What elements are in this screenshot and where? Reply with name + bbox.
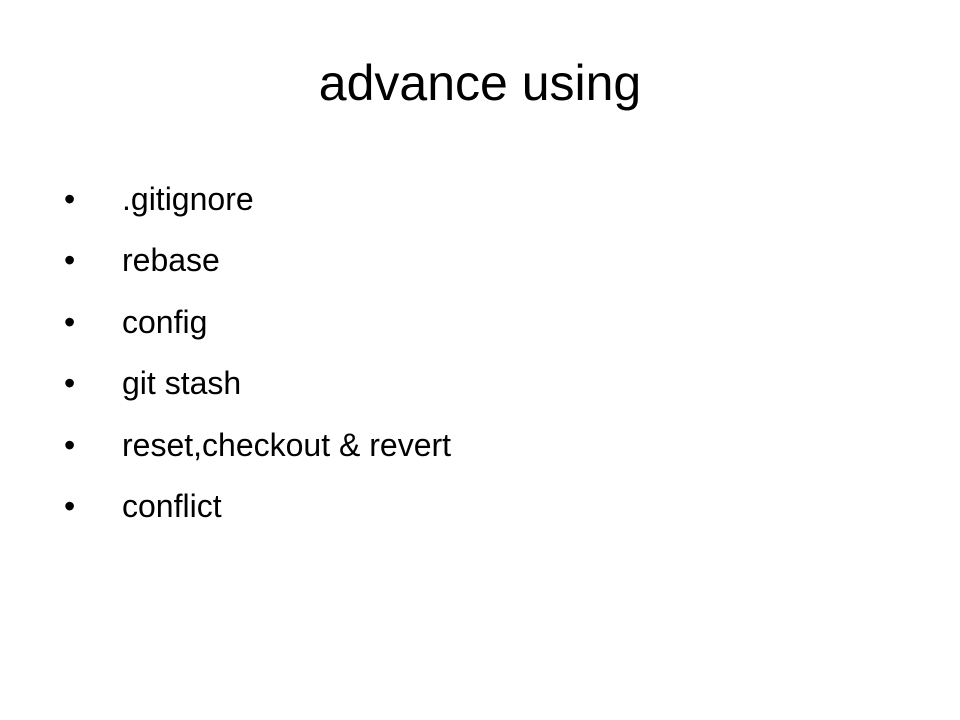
list-item: • rebase xyxy=(64,230,960,292)
bullet-icon: • xyxy=(64,365,76,402)
bullet-list: • .gitignore • rebase • config • git sta… xyxy=(0,169,960,538)
list-item: • config xyxy=(64,292,960,354)
bullet-text: rebase xyxy=(122,242,220,279)
bullet-text: conflict xyxy=(122,488,222,525)
bullet-icon: • xyxy=(64,488,76,525)
bullet-text: git stash xyxy=(122,365,242,402)
bullet-text: reset,checkout & revert xyxy=(122,426,452,463)
bullet-icon: • xyxy=(64,180,76,217)
list-item: • reset,checkout & revert xyxy=(64,415,960,477)
list-item: • .gitignore xyxy=(64,169,960,231)
bullet-icon: • xyxy=(64,303,76,340)
slide-title: advance using xyxy=(318,55,642,111)
bullet-text: config xyxy=(122,303,208,340)
bullet-icon: • xyxy=(64,242,76,279)
list-item: • conflict xyxy=(64,476,960,538)
list-item: • git stash xyxy=(64,353,960,415)
bullet-icon: • xyxy=(64,426,76,463)
bullet-text: .gitignore xyxy=(122,180,254,217)
